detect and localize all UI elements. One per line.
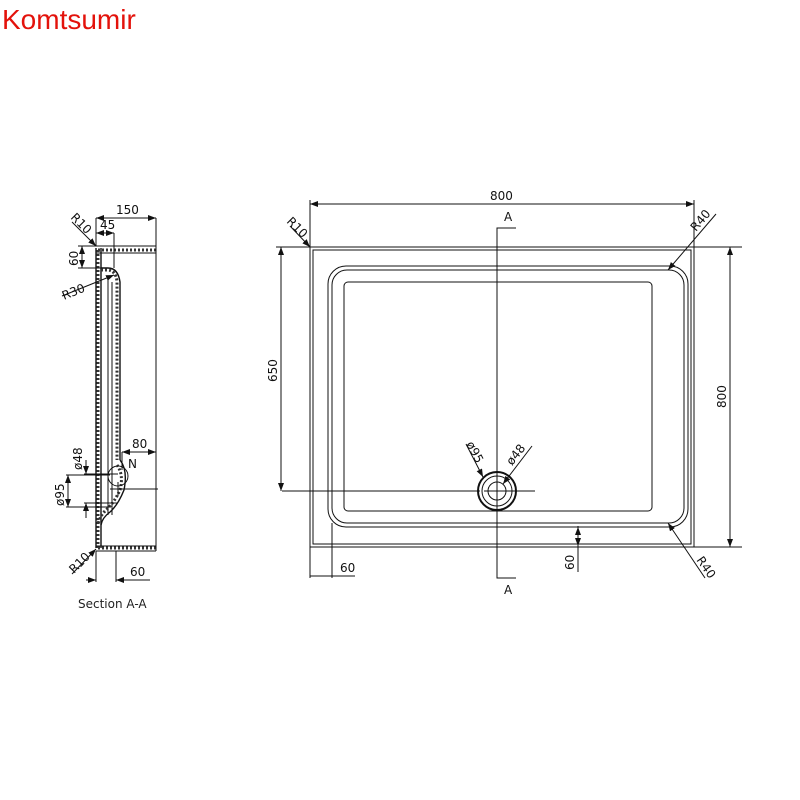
dim-bottom-margin-60: 60 — [563, 555, 577, 570]
section-marker-bottom: A — [504, 583, 513, 597]
dim-drain-650: 650 — [266, 359, 280, 382]
dim-r10-bottom: R10 — [66, 550, 93, 577]
dim-drain-d48: ø48 — [503, 441, 528, 467]
dim-r10-top: R10 — [68, 210, 95, 237]
dim-d95: ø95 — [53, 483, 67, 506]
dim-left-margin-60: 60 — [340, 561, 355, 575]
section-view: 150 45 60 R10 R30 80 N ø48 ø95 R10 — [53, 203, 158, 611]
dim-bottom-60: 60 — [130, 565, 145, 579]
detail-marker-n: N — [128, 457, 137, 471]
dim-top-60: 60 — [67, 251, 81, 266]
dim-r40-top-right: R40 — [688, 207, 714, 234]
dim-width-800: 800 — [490, 189, 513, 203]
dim-width-150: 150 — [116, 203, 139, 217]
section-marker-top: A — [504, 210, 513, 224]
dim-r10-corner: R10 — [284, 214, 311, 241]
section-caption: Section A-A — [78, 597, 147, 611]
dim-height-800: 800 — [715, 385, 729, 408]
dim-r30: R30 — [60, 281, 87, 303]
dim-wall-45: 45 — [100, 218, 115, 232]
dim-drain-d95: ø95 — [463, 439, 486, 466]
brand-logo: Komtsumir — [2, 4, 136, 35]
plan-view: A A 800 800 650 R10 R40 R40 ø95 ø48 — [266, 189, 742, 597]
dim-d48: ø48 — [71, 447, 85, 470]
dim-drain-80: 80 — [132, 437, 147, 451]
